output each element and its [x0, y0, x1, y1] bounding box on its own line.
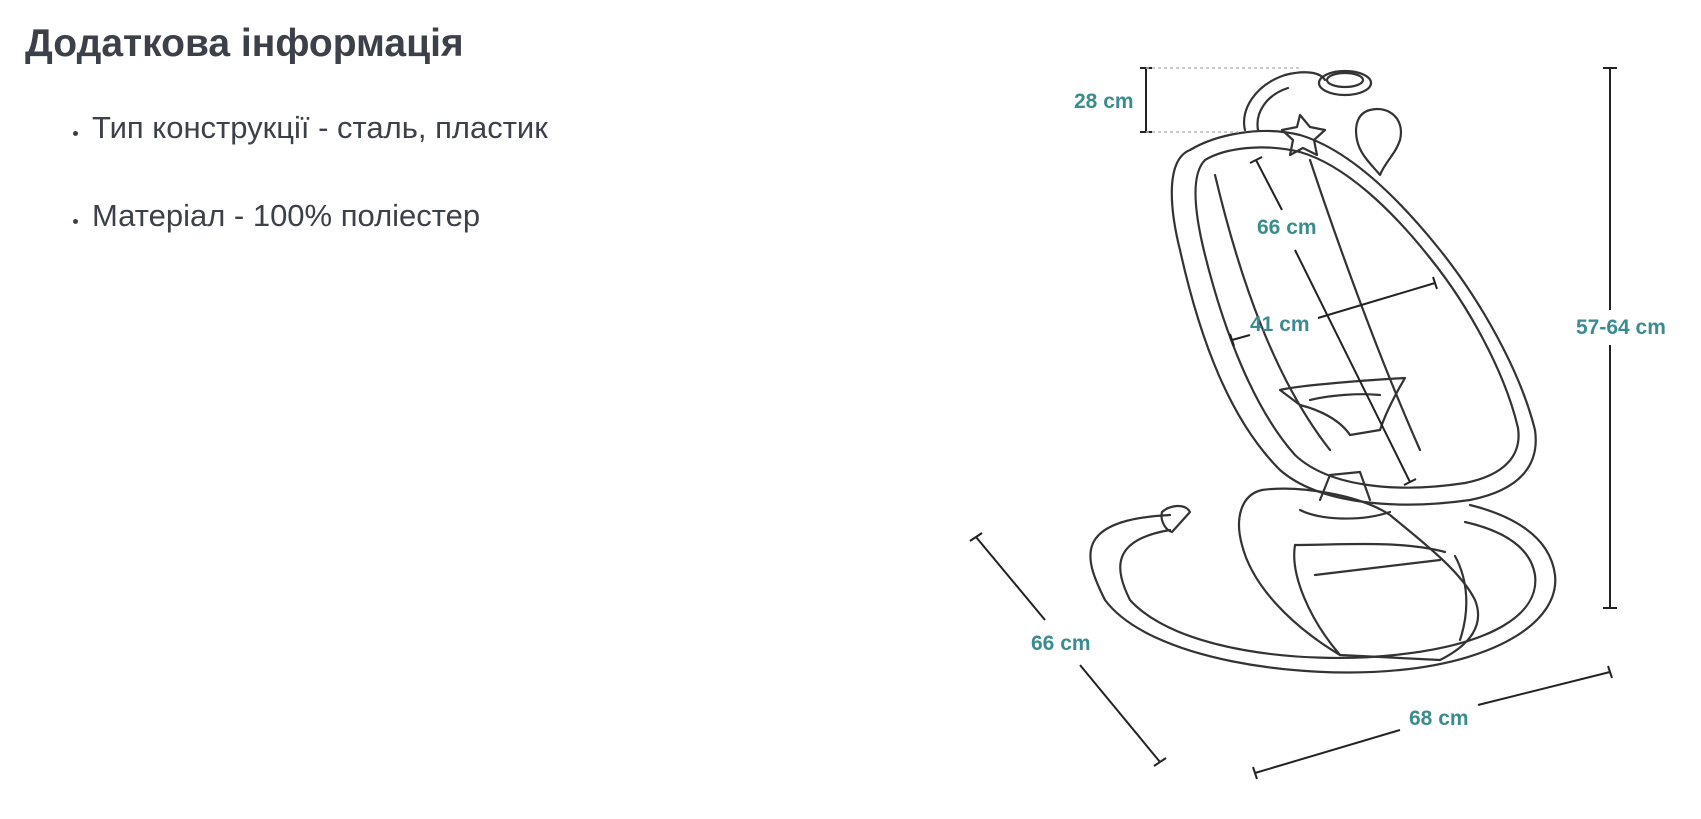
dim-label-total-height: 57-64 cm: [1576, 316, 1666, 339]
toy-bar: [1242, 69, 1403, 177]
dim-label-seat-length: 66 cm: [1257, 216, 1317, 239]
feature-list: Тип конструкції - сталь, пластик Матеріа…: [0, 108, 548, 284]
dim-label-handle-height: 28 cm: [1074, 90, 1134, 113]
dim-line-total-height: [1603, 67, 1617, 609]
seat-frame: [1170, 129, 1537, 506]
dim-line-seat-width: [1229, 276, 1438, 347]
baby-swing-dimension-diagram: 28 cm 66 cm 41 cm 57-64 cm 66 cm 68 cm: [969, 67, 1666, 780]
list-item: Тип конструкції - сталь, пластик: [90, 108, 548, 148]
base-ring: [1089, 503, 1557, 674]
dim-label-seat-width: 41 cm: [1250, 313, 1310, 336]
dim-line-base-width: [1252, 665, 1613, 780]
dim-label-base-width: 68 cm: [1409, 707, 1469, 730]
list-item: Матеріал - 100% поліестер: [90, 196, 548, 236]
dim-line-base-depth: [969, 532, 1167, 767]
section-title: Додаткова інформація: [25, 22, 464, 65]
base-unit: [1238, 470, 1480, 662]
dim-line-seat-length: [1249, 156, 1417, 486]
dim-label-base-depth: 66 cm: [1031, 632, 1091, 655]
dim-line-handle-height: [1140, 67, 1300, 133]
